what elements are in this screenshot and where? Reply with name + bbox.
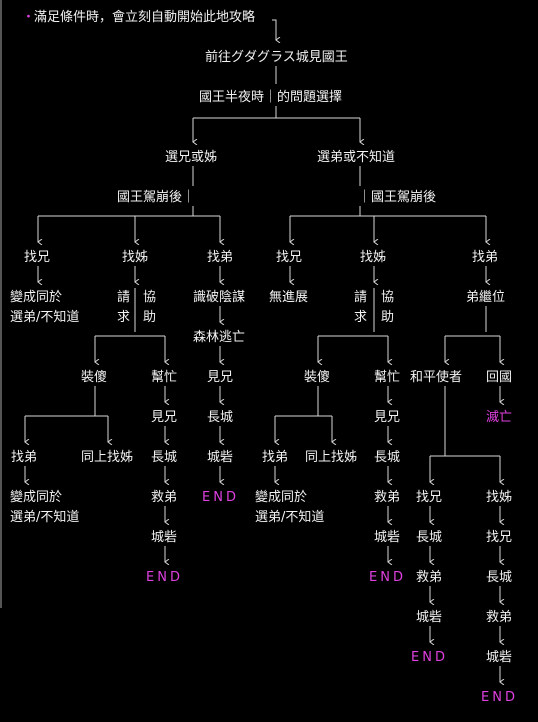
node-king-question: 國王半夜時｜的問題選擇 bbox=[199, 90, 343, 105]
node-right-same-as-2: 選弟/不知道 bbox=[255, 510, 325, 525]
node-right-find-sister: 找姊 bbox=[360, 250, 387, 265]
node-right-find-younger: 找弟 bbox=[472, 250, 499, 265]
node-left-same-as-2: 選弟/不知道 bbox=[10, 310, 80, 325]
node-end-right-1: END bbox=[369, 570, 406, 585]
node-right-meet: 見兄 bbox=[374, 410, 401, 425]
node-left-same-as-3: 變成同於 bbox=[10, 490, 63, 505]
node-right-same-as-1: 變成同於 bbox=[255, 490, 308, 505]
node-right-same-up: 同上找姊 bbox=[305, 450, 358, 465]
node-left-meet-c: 見兄 bbox=[207, 370, 234, 385]
node-right-save-younger-2: 救弟 bbox=[416, 570, 443, 585]
node-left-save-younger: 救弟 bbox=[151, 490, 178, 505]
node-left-same-as-4: 選弟/不知道 bbox=[10, 510, 80, 525]
node-right-great-wall: 長城 bbox=[374, 450, 401, 465]
node-left-find-brother: 找兄 bbox=[24, 250, 51, 265]
node-right-great-wall-3: 長城 bbox=[486, 570, 513, 585]
node-king-dies-left: 國王駕崩後｜ bbox=[117, 190, 196, 205]
node-right-find-brother: 找兄 bbox=[276, 250, 303, 265]
node-right-request-2: 求 bbox=[354, 310, 368, 325]
node-right-no-progress: 無進展 bbox=[269, 290, 309, 305]
root-node: 滿足條件時，會立刻自動開始此地攻略 bbox=[34, 10, 256, 25]
node-left-fort-b: 城砦 bbox=[151, 530, 178, 545]
node-end-left-3: END bbox=[202, 490, 239, 505]
node-choose-elder: 選兄或姊 bbox=[165, 150, 218, 165]
node-right-assist: 幫忙 bbox=[374, 370, 401, 385]
node-left-assist: 幫忙 bbox=[151, 370, 178, 385]
node-right-peace-envoy: 和平使者 bbox=[410, 370, 463, 385]
node-right-find-younger-2: 找弟 bbox=[262, 450, 289, 465]
node-go-to-castle: 前往グダグラス城見國王 bbox=[205, 50, 348, 65]
node-right-request: 請 bbox=[354, 290, 368, 305]
node-left-plot: 識破陰謀 bbox=[193, 290, 246, 305]
node-right-return: 回國 bbox=[486, 370, 513, 385]
node-right-help-2: 助 bbox=[381, 310, 395, 325]
node-left-fake: 裝傻 bbox=[81, 370, 108, 385]
node-left-help: 協 bbox=[143, 290, 157, 305]
node-choose-younger: 選弟或不知道 bbox=[317, 150, 396, 165]
node-left-same-up: 同上找姊 bbox=[81, 450, 134, 465]
node-left-request: 請 bbox=[117, 290, 131, 305]
node-left-request-2: 求 bbox=[117, 310, 131, 325]
node-right-destroyed: 滅亡 bbox=[486, 410, 513, 425]
node-right-fort-2: 城砦 bbox=[416, 610, 443, 625]
node-right-fake: 裝傻 bbox=[304, 370, 331, 385]
node-right-find-brother-2: 找兄 bbox=[416, 490, 443, 505]
connector-group bbox=[25, 19, 500, 682]
node-left-meet-a: 見兄 bbox=[151, 410, 178, 425]
node-left-fort-a: 城砦 bbox=[207, 450, 234, 465]
node-left-find-younger: 找弟 bbox=[207, 250, 234, 265]
node-left-great-wall-b: 長城 bbox=[207, 410, 234, 425]
bullet-icon: ・ bbox=[22, 10, 36, 25]
node-right-fort-3: 城砦 bbox=[486, 650, 513, 665]
node-left-help-2: 助 bbox=[143, 310, 157, 325]
node-right-save-younger-3: 救弟 bbox=[486, 610, 513, 625]
node-left-forest: 森林逃亡 bbox=[193, 330, 246, 345]
node-right-help: 協 bbox=[381, 290, 395, 305]
node-right-find-brother-3: 找兄 bbox=[486, 530, 513, 545]
node-right-great-wall-2: 長城 bbox=[416, 530, 443, 545]
node-left-great-wall-a: 長城 bbox=[151, 450, 178, 465]
node-king-dies-right: ｜國王駕崩後 bbox=[358, 190, 437, 205]
node-left-same-as-1: 變成同於 bbox=[10, 290, 63, 305]
node-right-succession: 弟繼位 bbox=[466, 290, 506, 305]
node-end-left-2: END bbox=[146, 570, 183, 585]
node-left-find-younger-2: 找弟 bbox=[11, 450, 38, 465]
left-edge-divider bbox=[0, 0, 2, 608]
node-right-save-younger: 救弟 bbox=[374, 490, 401, 505]
node-right-fort: 城砦 bbox=[374, 530, 401, 545]
node-left-find-sister: 找姊 bbox=[122, 250, 149, 265]
node-end-right-3: END bbox=[481, 690, 518, 705]
node-end-right-2: END bbox=[411, 650, 448, 665]
node-right-find-sister-2: 找姊 bbox=[486, 490, 513, 505]
